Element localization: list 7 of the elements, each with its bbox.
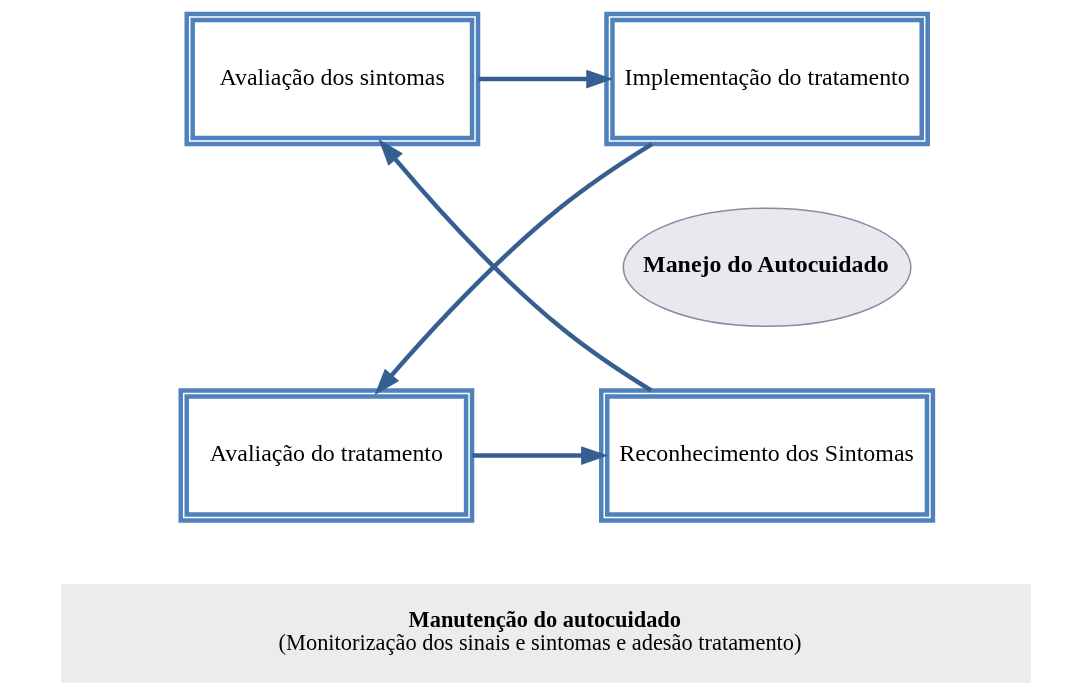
arrow bbox=[472, 446, 609, 465]
node-ellipse: Manejo do Autocuidado bbox=[622, 207, 912, 328]
node-box: Avaliação do tratamento bbox=[178, 388, 475, 523]
arrow bbox=[478, 69, 614, 89]
node-box: Reconhecimento dos Sintomas bbox=[599, 388, 936, 523]
node-box: Avaliação dos sintomas bbox=[184, 11, 481, 147]
node-box: Implementação do tratamento bbox=[604, 11, 930, 147]
